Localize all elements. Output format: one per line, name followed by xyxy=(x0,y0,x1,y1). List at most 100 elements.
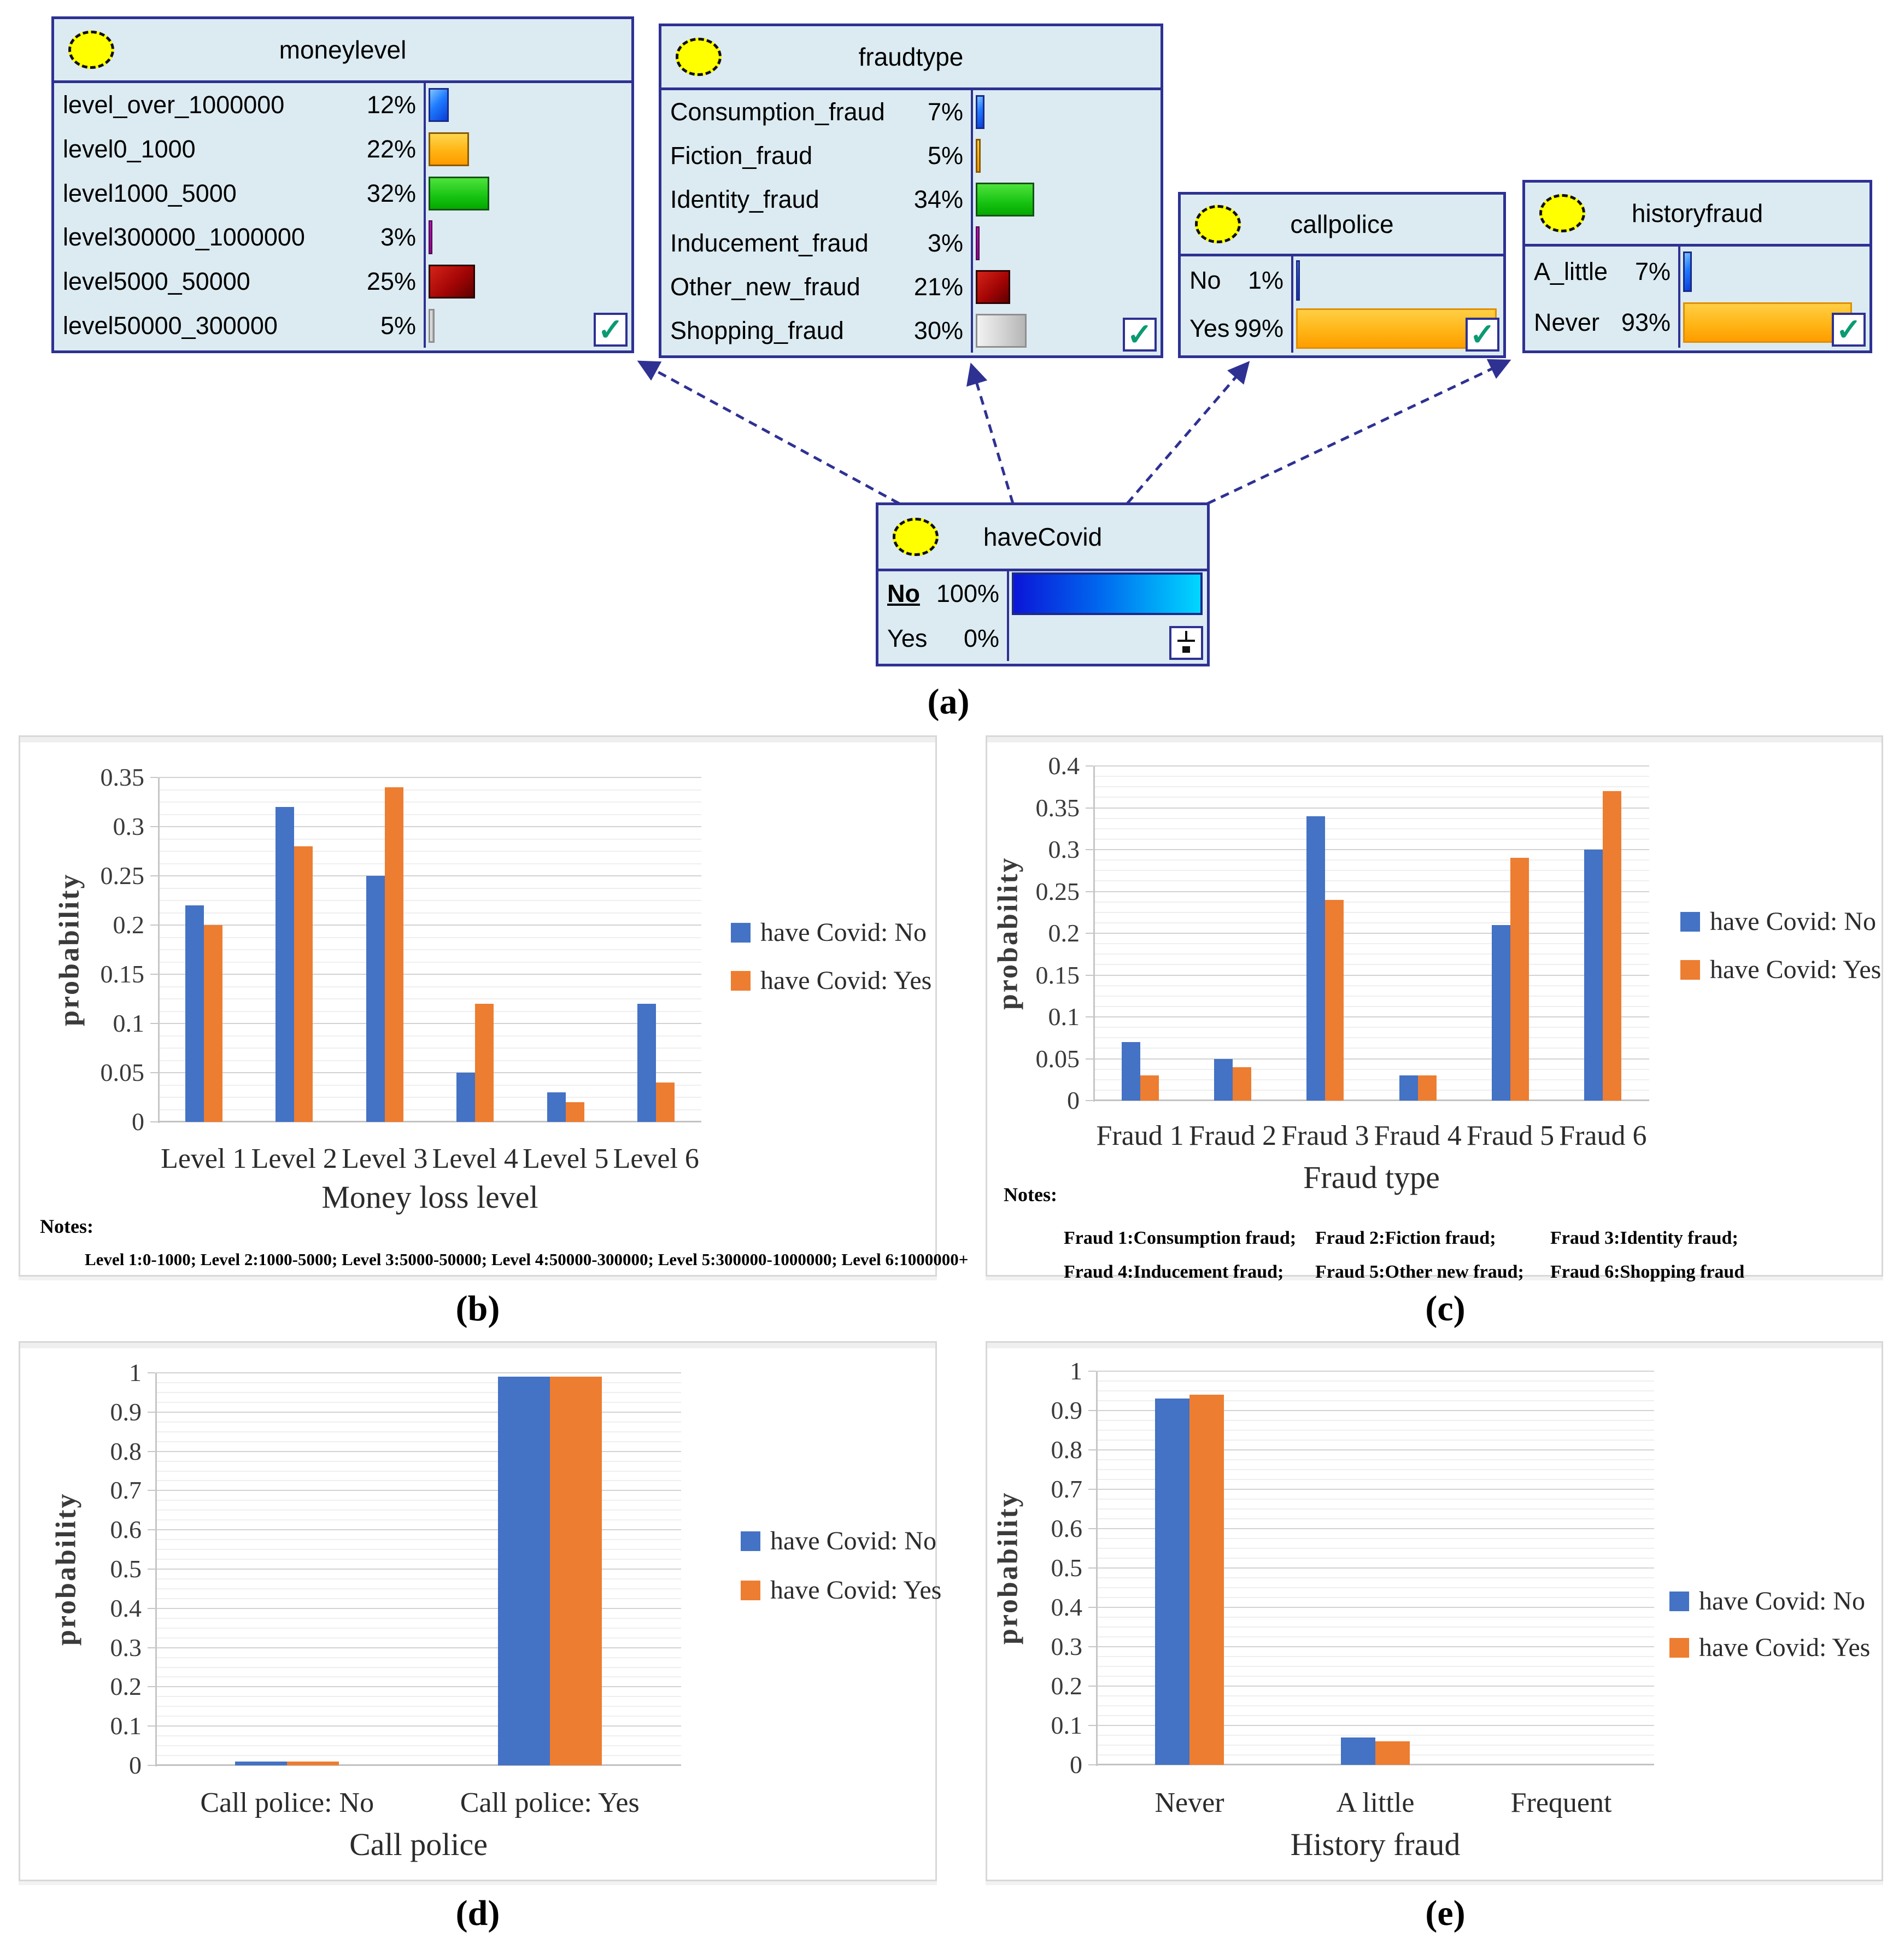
bar-yes-Fraud 5 xyxy=(1510,858,1529,1101)
y-tick-mark xyxy=(150,1023,158,1024)
y-tick-label: 0.2 xyxy=(1051,1672,1083,1700)
y-tick-mark xyxy=(1088,1410,1096,1411)
legend-item: have Covid: No xyxy=(1669,1586,1865,1616)
ground-evidence-icon[interactable] xyxy=(1169,626,1203,660)
node-bar-area xyxy=(1007,616,1207,661)
state-label: Other_new_fraud xyxy=(670,273,860,301)
x-category-label: Frequent xyxy=(1510,1787,1612,1818)
node-row-Fiction_fraud[interactable]: Fiction_fraud 5% xyxy=(661,134,1161,178)
y-tick-mark xyxy=(148,1647,155,1648)
node-title-bar: fraudtype xyxy=(661,26,1161,90)
gridline xyxy=(1094,985,1649,986)
state-probability: 5% xyxy=(927,142,963,169)
node-state-ellipse-icon xyxy=(1195,205,1241,243)
bar-yes-Fraud 2 xyxy=(1233,1067,1251,1101)
gridline xyxy=(1097,1489,1654,1490)
legend-swatch-blue xyxy=(1669,1591,1689,1611)
gridline xyxy=(1097,1636,1654,1637)
gridline xyxy=(1094,765,1649,767)
x-category-label: Fraud 2 xyxy=(1188,1120,1277,1151)
x-category-label: Call police: No xyxy=(200,1787,374,1818)
state-label: Fiction_fraud xyxy=(670,142,813,169)
gridline xyxy=(1097,1479,1654,1480)
y-tick-mark xyxy=(1088,1725,1096,1726)
check-icon[interactable]: ✓ xyxy=(1832,312,1866,347)
y-tick-label: 0.2 xyxy=(113,911,145,939)
gridline xyxy=(156,1686,681,1688)
state-probability: 7% xyxy=(927,98,963,126)
y-tick-mark xyxy=(148,1569,155,1570)
y-tick-label: 0.5 xyxy=(110,1555,142,1583)
gridline xyxy=(156,1411,681,1413)
ground-symbol xyxy=(1175,631,1197,655)
gridline xyxy=(159,1072,701,1073)
state-label: Never xyxy=(1534,308,1600,336)
y-tick-mark xyxy=(148,1529,155,1531)
gridline xyxy=(1094,922,1649,923)
state-probability: 22% xyxy=(366,135,416,163)
gridline xyxy=(159,1060,701,1061)
bar-no-Fraud 4 xyxy=(1399,1075,1418,1101)
x-category-label: Fraud 5 xyxy=(1466,1120,1555,1151)
node-row-left: Fiction_fraud 5% xyxy=(661,134,971,178)
y-tick-mark xyxy=(1086,807,1093,809)
node-bar-area xyxy=(971,221,1161,265)
gridline xyxy=(159,838,701,840)
gridline xyxy=(1094,849,1649,850)
gridline xyxy=(1097,1469,1654,1470)
gridline xyxy=(1097,1567,1654,1569)
state-label: level50000_300000 xyxy=(63,311,278,340)
arrow-havecovid-to-moneylevel xyxy=(637,360,900,505)
y-tick-label: 0.35 xyxy=(100,763,145,791)
gridline xyxy=(156,1480,681,1482)
probability-bar xyxy=(1296,308,1497,349)
y-tick-mark xyxy=(148,1372,155,1373)
check-icon[interactable]: ✓ xyxy=(1123,317,1157,352)
bar-no-Fraud 2 xyxy=(1214,1058,1233,1101)
bar-yes-Call police: Yes xyxy=(549,1377,602,1765)
gridline xyxy=(159,1010,701,1012)
bar-no-Fraud 6 xyxy=(1584,850,1603,1101)
legend-item: have Covid: No xyxy=(731,917,927,947)
gridline xyxy=(156,1637,681,1639)
gridline xyxy=(156,1549,681,1551)
y-tick-label: 0.4 xyxy=(110,1594,142,1622)
check-icon[interactable]: ✓ xyxy=(594,312,628,347)
probability-bar xyxy=(429,265,475,299)
x-category-label: Fraud 3 xyxy=(1281,1120,1369,1151)
check-icon[interactable]: ✓ xyxy=(1466,317,1499,352)
